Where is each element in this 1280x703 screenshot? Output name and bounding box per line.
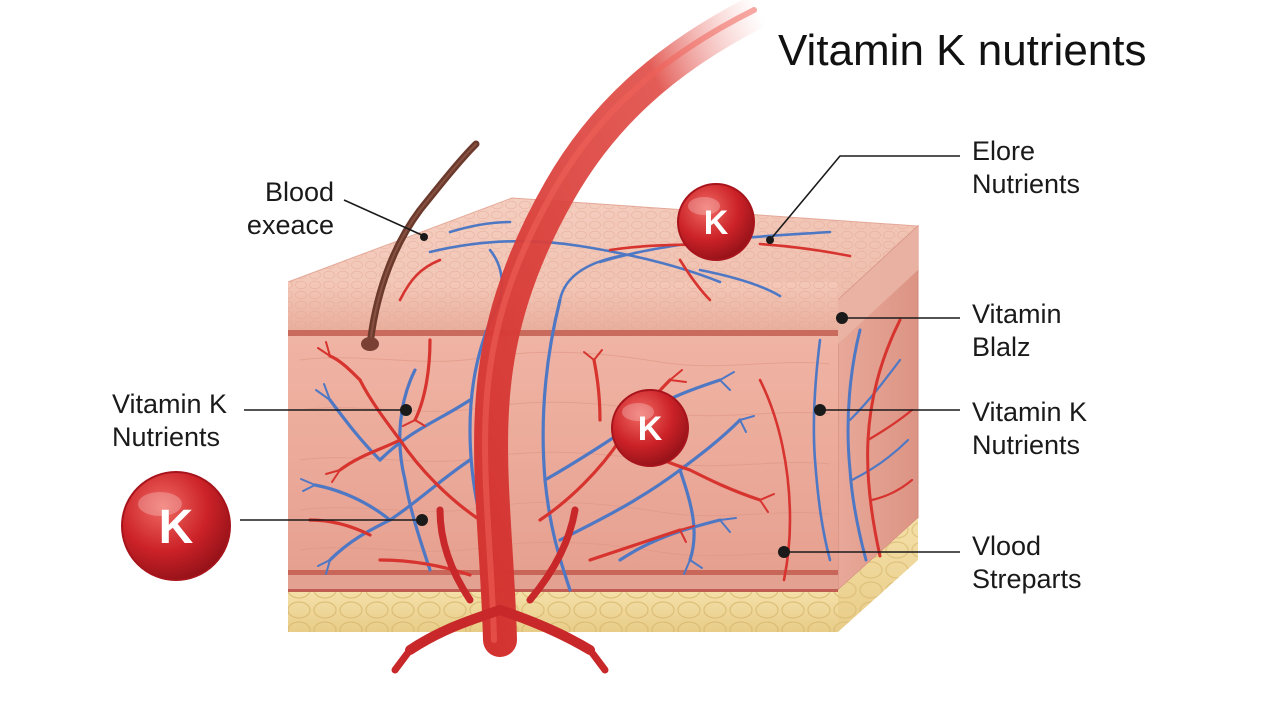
- label-line: Nutrients: [112, 422, 221, 452]
- vitamin-k-badge-top: K: [677, 183, 755, 261]
- label-vlood-streparts: Vlood Streparts: [972, 530, 1082, 596]
- label-blood-exeace: Blood exeace: [230, 176, 334, 242]
- label-line: Blalz: [972, 332, 1031, 362]
- label-line: Nutrients: [972, 169, 1081, 199]
- label-vitamin-k-nutrients-right: Vitamin K Nutrients: [972, 396, 1087, 462]
- label-vitamin-k-nutrients-left: Vitamin K Nutrients: [112, 388, 227, 454]
- label-line: Vlood: [972, 531, 1042, 561]
- leader-dots: [400, 233, 848, 558]
- label-vitamin-blalz: Vitamin Blalz: [972, 298, 1062, 364]
- label-line: Nutrients: [972, 430, 1081, 460]
- vitamin-k-badge-middle: K: [611, 389, 689, 467]
- label-elore-nutrients: Elore Nutrients: [972, 135, 1080, 201]
- arteries-top: [398, 242, 852, 302]
- leader-lines: [240, 155, 960, 553]
- label-line: Blood: [264, 177, 334, 207]
- side-vessels: [758, 318, 914, 582]
- label-line: exeace: [246, 210, 334, 240]
- label-line: Vitamin: [972, 299, 1062, 329]
- svg-text:K: K: [638, 410, 663, 448]
- label-line: Streparts: [972, 564, 1082, 594]
- dermis-layer: [288, 336, 838, 572]
- label-line: Vitamin K: [972, 397, 1088, 427]
- svg-text:K: K: [704, 204, 729, 242]
- label-line: Vitamin K: [112, 389, 228, 419]
- main-artery: [391, 0, 777, 674]
- svg-text:K: K: [159, 501, 194, 554]
- label-line: Elore: [972, 136, 1036, 166]
- diagram-title: Vitamin K nutrients: [778, 26, 1147, 75]
- hair-strand: [361, 140, 480, 351]
- vitamin-k-badge-large: K: [121, 471, 231, 581]
